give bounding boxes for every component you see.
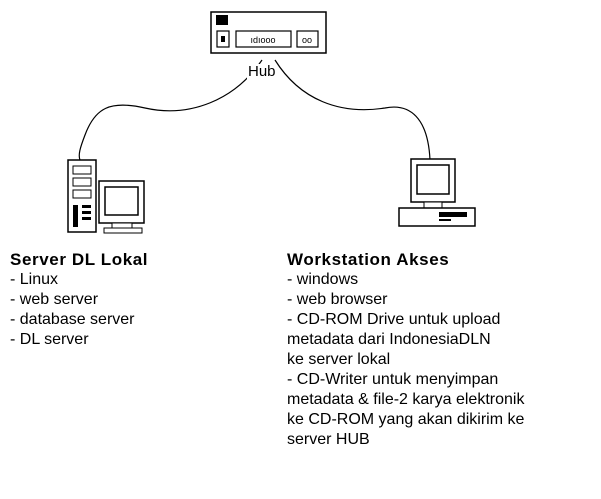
server-item-web-server: - web server	[10, 291, 99, 308]
server-title: Server DL Lokal	[10, 250, 149, 269]
server-description: Server DL Lokal - Linux - web server - d…	[10, 250, 148, 350]
hub-icon: ıdıooo oo	[210, 11, 327, 54]
workstation-description: Workstation Akses - windows - web browse…	[287, 250, 524, 450]
workstation-item-cdrom-3: ke server lokal	[287, 351, 391, 368]
workstation-item-cdwriter-3: ke CD-ROM yang akan dikirim ke	[287, 411, 525, 428]
workstation-item-web-browser: - web browser	[287, 291, 388, 308]
server-item-dl-server: - DL server	[10, 331, 89, 348]
workstation-item-cdwriter-1: - CD-Writer untuk menyimpan	[287, 371, 499, 388]
workstation-computer-icon	[398, 158, 476, 227]
cable-left	[78, 59, 263, 161]
workstation-item-windows: - windows	[287, 271, 359, 288]
server-computer-icon	[67, 159, 145, 234]
workstation-item-cdrom-2: metadata dari IndonesiaDLN	[287, 331, 491, 348]
cable-right	[274, 59, 431, 161]
hub-label: Hub	[247, 63, 277, 80]
server-item-database-server: - database server	[10, 311, 135, 328]
workstation-item-cdwriter-2: metadata & file-2 karya elektronik	[287, 391, 525, 408]
svg-text:ıdıooo: ıdıooo	[250, 35, 275, 45]
svg-text:oo: oo	[302, 35, 312, 45]
workstation-title: Workstation Akses	[287, 250, 450, 269]
workstation-item-cdwriter-4: server HUB	[287, 431, 370, 448]
server-item-linux: - Linux	[10, 271, 59, 288]
workstation-item-cdrom-1: - CD-ROM Drive untuk upload	[287, 311, 501, 328]
